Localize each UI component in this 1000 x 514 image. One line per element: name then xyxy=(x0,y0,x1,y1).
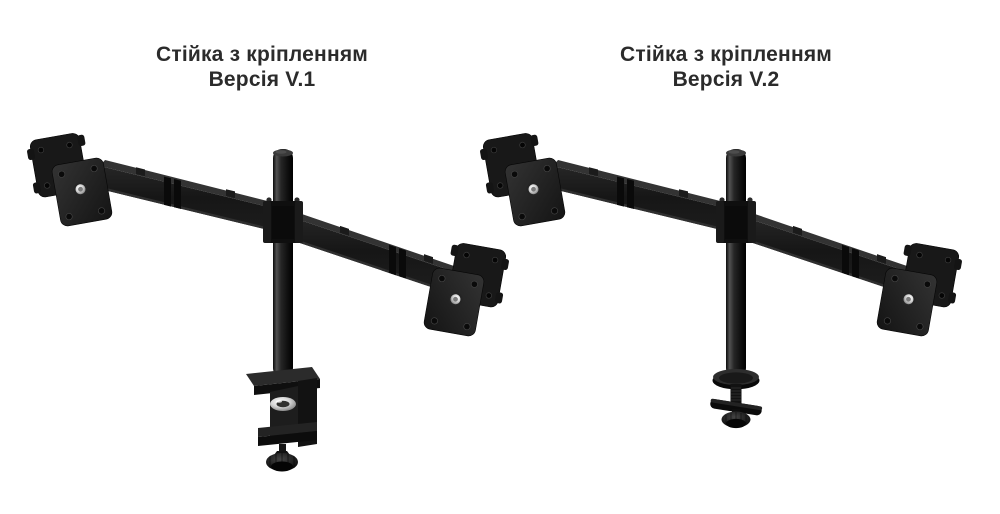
desk-clamp-base xyxy=(246,367,320,472)
product-v2-version: Версія V.2 xyxy=(672,68,780,91)
grommet-base xyxy=(710,369,763,429)
product-v2-caption: Стійка з кріпленням Версія V.2 xyxy=(581,42,871,92)
product-v1-version: Версія V.1 xyxy=(208,68,316,91)
product-v2-title: Стійка з кріпленням xyxy=(619,43,833,66)
product-v1-caption: Стійка з кріпленням Версія V.1 xyxy=(117,42,407,92)
product-image-v1 xyxy=(25,131,511,472)
product-v1-title: Стійка з кріпленням xyxy=(155,43,369,66)
product-image-v2 xyxy=(478,131,964,429)
